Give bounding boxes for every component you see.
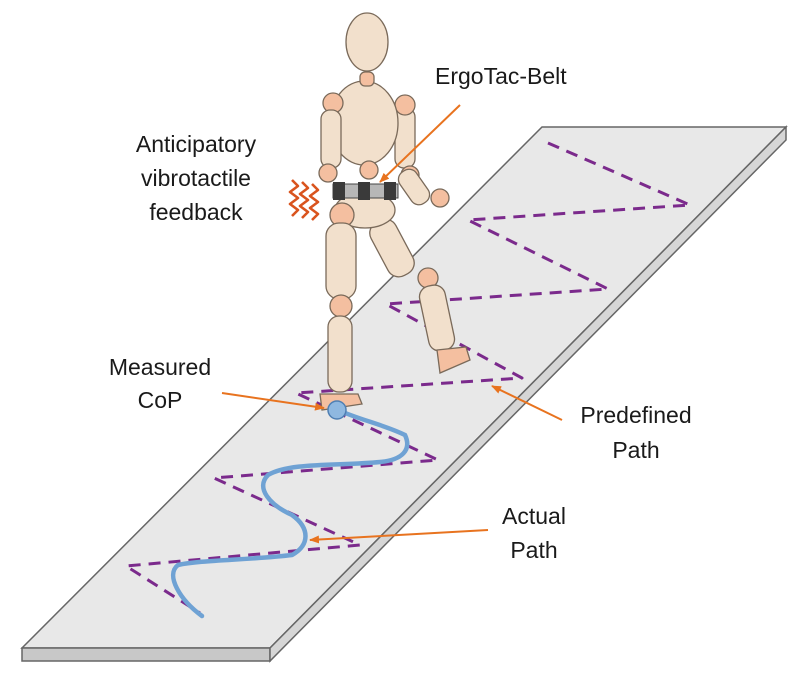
actual-path: [171, 407, 410, 619]
mannequin-figure: [318, 12, 471, 411]
vibration-icon: [288, 179, 320, 221]
actual-label-line1: Actual: [502, 503, 566, 529]
belt-arrow: [379, 104, 461, 183]
walkway-platform: [20, 125, 788, 663]
predefined-label: Predefined Path: [580, 402, 691, 463]
actual-label-line2: Path: [510, 537, 557, 563]
cop-label: Measured CoP: [109, 354, 211, 413]
feedback-label-line3: feedback: [149, 199, 243, 225]
predefined-path: [124, 141, 692, 615]
cop-label-line1: Measured: [109, 354, 211, 380]
feedback-label: Anticipatory vibrotactile feedback: [136, 131, 257, 225]
actual-arrow: [309, 529, 489, 544]
annotation-arrows: [221, 104, 563, 544]
ergotac-belt: [332, 182, 399, 200]
cop-label-line2: CoP: [138, 387, 183, 413]
predefined-label-line1: Predefined: [580, 402, 691, 428]
actual-label: Actual Path: [502, 503, 566, 563]
cop-marker: [327, 400, 347, 420]
feedback-label-line1: Anticipatory: [136, 131, 257, 157]
predefined-arrow: [491, 385, 563, 421]
predefined-label-line2: Path: [612, 437, 659, 463]
belt-label: ErgoTac-Belt: [435, 63, 567, 89]
cop-arrow: [221, 392, 325, 411]
feedback-label-line2: vibrotactile: [141, 165, 251, 191]
